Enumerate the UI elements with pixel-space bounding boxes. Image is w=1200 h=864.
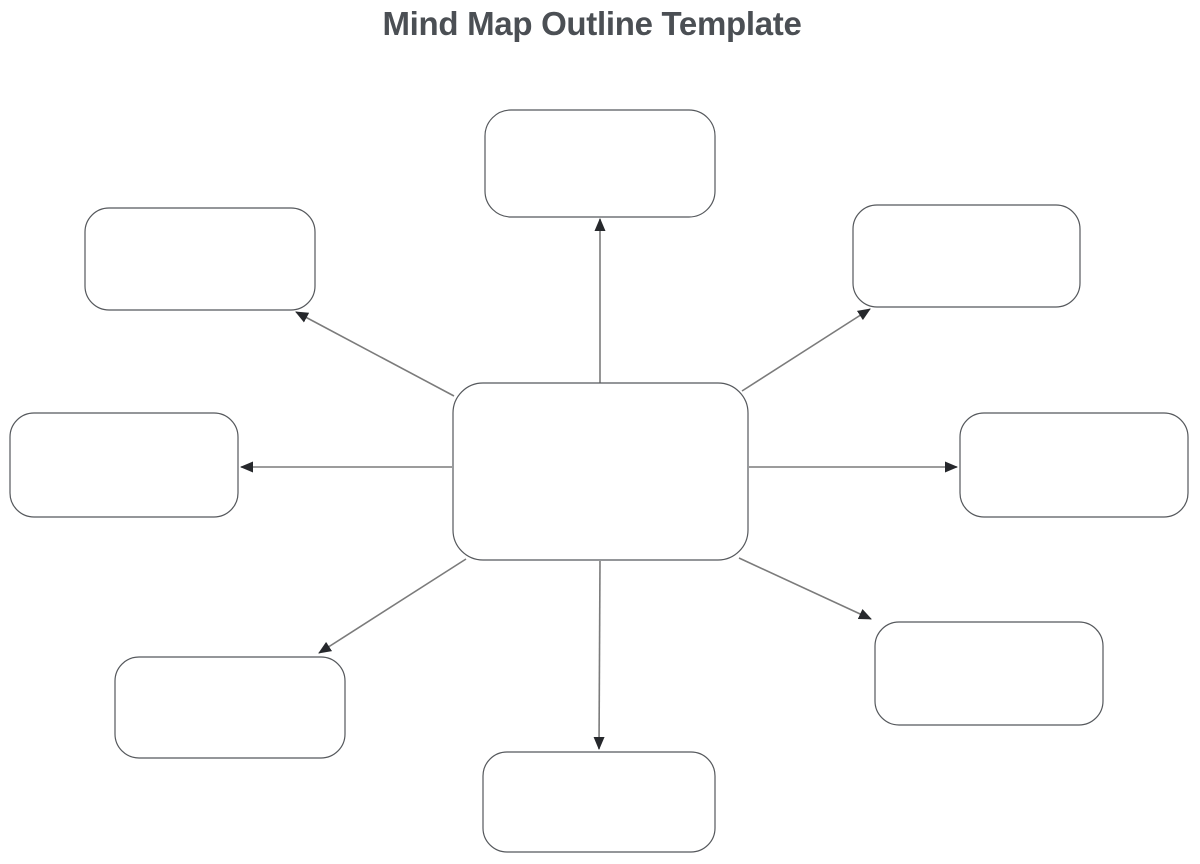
mindmap-node-left[interactable] bbox=[9, 412, 239, 518]
mindmap-node-bottom-left[interactable] bbox=[114, 656, 346, 759]
mindmap-node-top-left[interactable] bbox=[84, 207, 316, 311]
mindmap-node-bottom[interactable] bbox=[482, 751, 716, 853]
connector-layer bbox=[240, 218, 958, 750]
node-layer bbox=[9, 109, 1189, 853]
connector-center-to-top-left bbox=[295, 311, 455, 397]
connector-center-to-bottom-left bbox=[318, 558, 467, 654]
connector-center-to-top-right bbox=[741, 308, 871, 392]
mindmap-node-top[interactable] bbox=[484, 109, 716, 218]
connector-center-to-bottom-right bbox=[738, 557, 872, 620]
diagram-title: Mind Map Outline Template bbox=[382, 5, 802, 42]
mindmap-node-center[interactable] bbox=[452, 382, 749, 561]
connector-center-to-bottom bbox=[593, 560, 605, 750]
mindmap-node-bottom-right[interactable] bbox=[874, 621, 1104, 726]
mindmap-node-top-right[interactable] bbox=[852, 204, 1081, 308]
mindmap-node-right[interactable] bbox=[959, 412, 1189, 518]
